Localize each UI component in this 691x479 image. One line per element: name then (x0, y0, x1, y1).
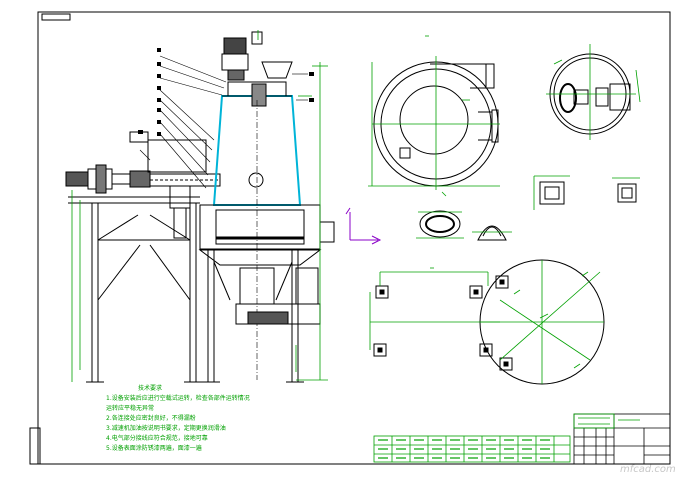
notes-line: 1.设备安装后应进行空载试运转，检查各部件运转情况 (106, 394, 250, 402)
notes-line: 运转应平稳无异常 (106, 404, 154, 412)
elevation-dimensions (71, 30, 328, 382)
separator-cone (212, 81, 302, 380)
view-arrow (345, 207, 382, 245)
watermark-text: mfcad.com (620, 464, 676, 475)
detail-views (419, 181, 637, 241)
notes-heading: 技术要求 (138, 384, 162, 392)
plan-view-dimensions (368, 35, 500, 197)
notes-line: 2.各连接处应密封良好，不得漏粉 (106, 414, 196, 422)
notes-line: 4.电气部分接线应符合规范，接地可靠 (106, 434, 208, 442)
detail-dimensions (416, 175, 640, 239)
notes-line: 5.设备表面涂防锈漆两遍，面漆一遍 (106, 444, 202, 452)
technical-notes: 技术要求 1.设备安装后应进行空载试运转，检查各部件运转情况 运转应平稳无异常 … (106, 384, 250, 452)
support-frame (68, 196, 304, 383)
notes-line: 3.减速机加油按说明书要求，定期更换润滑油 (106, 424, 226, 432)
screw-conveyor (65, 131, 221, 239)
sheet-frame (29, 11, 671, 465)
anchor-layout (369, 259, 605, 385)
parts-list-table (373, 435, 571, 463)
title-block-header (573, 413, 640, 429)
title-block (573, 413, 671, 465)
top-drive-motor (221, 31, 293, 81)
lower-housing (198, 204, 335, 325)
callout-markers (138, 48, 314, 136)
main-elevation-view (65, 30, 335, 383)
section-view-dimensions (546, 44, 641, 140)
part-callouts (139, 55, 308, 189)
parts-list-entries (378, 439, 550, 459)
